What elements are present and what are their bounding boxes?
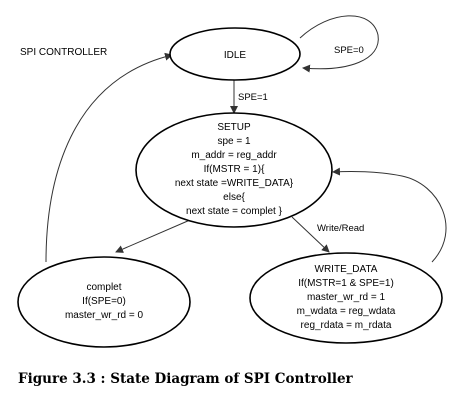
- edge-idle-self-loop: [299, 15, 379, 73]
- edge-setup-to-write-data: [291, 216, 330, 253]
- figure-caption: Figure 3.3 : State Diagram of SPI Contro…: [18, 371, 353, 387]
- state-complet-line-0: complet: [86, 282, 121, 293]
- edge-label-write-read: Write/Read: [317, 223, 364, 234]
- state-setup-line-0: SETUP: [217, 122, 251, 133]
- state-setup-line-5: else{: [223, 192, 245, 203]
- state-write-data: WRITE_DATA If(MSTR=1 & SPE=1) master_wr_…: [249, 252, 443, 344]
- state-write-data-line-3: m_wdata = reg_wdata: [297, 306, 396, 317]
- edge-label-spe-1: SPE=1: [238, 92, 268, 103]
- state-complet-line-2: master_wr_rd = 0: [65, 310, 144, 321]
- state-setup-line-3: If(MSTR = 1){: [204, 164, 266, 175]
- edge-write-data-to-setup: [332, 167, 447, 263]
- state-idle-label: IDLE: [224, 50, 247, 61]
- state-write-data-line-4: reg_rdata = m_rdata: [301, 320, 392, 331]
- state-setup-line-2: m_addr = reg_addr: [191, 150, 277, 161]
- state-complet-line-1: If(SPE=0): [82, 296, 126, 307]
- state-write-data-line-1: If(MSTR=1 & SPE=1): [298, 278, 394, 289]
- state-complet: complet If(SPE=0) master_wr_rd = 0: [17, 256, 191, 348]
- state-idle: IDLE: [169, 27, 301, 81]
- state-write-data-line-0: WRITE_DATA: [315, 264, 378, 275]
- state-setup-line-4: next state =WRITE_DATA}: [175, 178, 294, 189]
- state-setup-line-6: next state = complet }: [186, 206, 283, 217]
- state-setup: SETUP spe = 1 m_addr = reg_addr If(MSTR …: [135, 112, 333, 228]
- edge-complet-to-idle: [45, 52, 173, 263]
- state-write-data-line-2: master_wr_rd = 1: [307, 292, 386, 303]
- diagram-title: SPI CONTROLLER: [20, 47, 107, 58]
- edge-label-spe-0: SPE=0: [334, 45, 364, 56]
- edge-setup-to-complet: [115, 219, 191, 253]
- state-setup-line-1: spe = 1: [217, 136, 251, 147]
